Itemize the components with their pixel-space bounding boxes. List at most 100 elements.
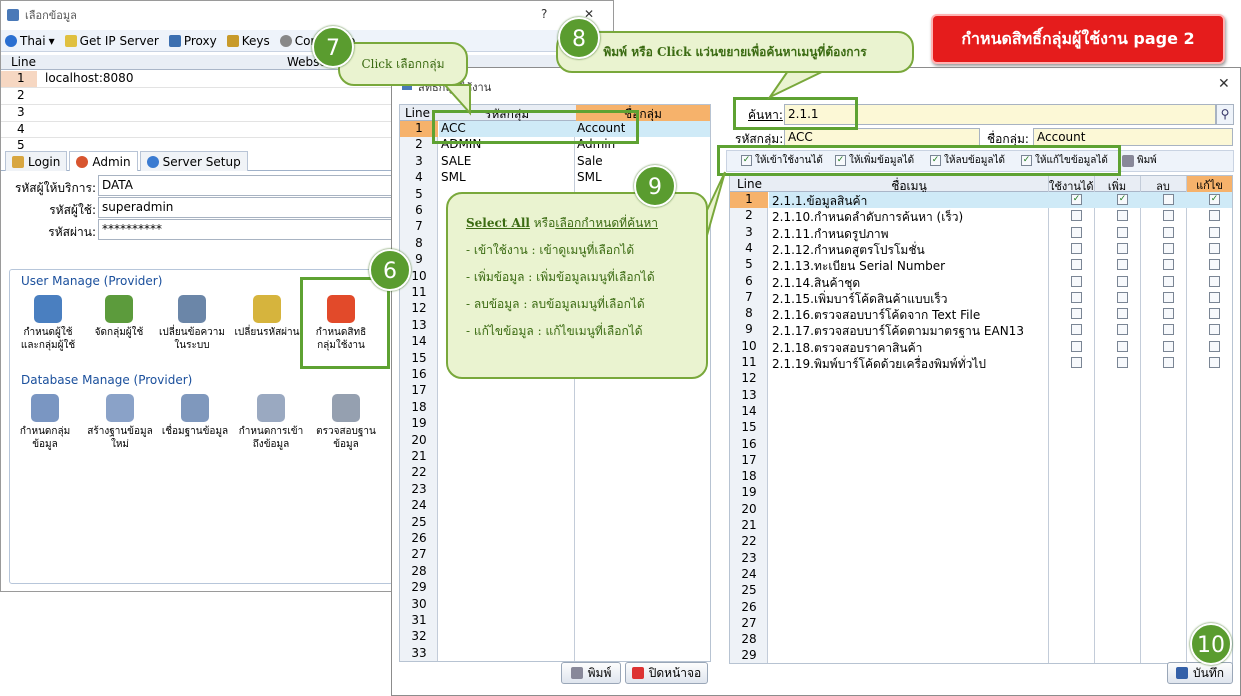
add-checkbox[interactable] bbox=[1117, 308, 1128, 320]
add-checkbox[interactable] bbox=[1117, 226, 1128, 238]
perm-print-button[interactable]: พิมพ์ bbox=[1122, 153, 1157, 168]
use-checkbox[interactable] bbox=[1071, 210, 1082, 222]
menu-thai[interactable]: Thai ▾ bbox=[5, 34, 55, 48]
use-checkbox[interactable]: ✓ bbox=[1071, 194, 1082, 205]
del-checkbox[interactable] bbox=[1163, 259, 1174, 271]
group-name-cell[interactable]: Admin bbox=[577, 137, 616, 152]
provider-code-field[interactable]: DATA bbox=[98, 175, 398, 196]
menu-name-cell[interactable]: 2.1.13.ทะเบียน Serial Number bbox=[772, 259, 946, 274]
edit-checkbox[interactable] bbox=[1209, 340, 1220, 352]
user-code-field[interactable]: superadmin bbox=[98, 197, 398, 218]
tool-data-groups[interactable]: กำหนดกลุ่มข้อมูล bbox=[11, 394, 79, 451]
use-checkbox[interactable] bbox=[1071, 324, 1082, 336]
menu-permission-grid[interactable]: Line ชื่อเมนู ใช้งานได้ เพิ่ม ลบ แก้ไข bbox=[729, 175, 1233, 664]
edit-checkbox[interactable]: ✓ bbox=[1209, 194, 1220, 205]
group-code-cell[interactable]: ACC bbox=[441, 121, 466, 135]
search-input[interactable]: 2.1.1 bbox=[784, 104, 1216, 125]
add-checkbox[interactable] bbox=[1117, 357, 1128, 368]
group-code-cell[interactable]: SALE bbox=[441, 153, 472, 168]
magnifier-icon[interactable]: ⚲ bbox=[1216, 104, 1234, 125]
add-checkbox[interactable] bbox=[1117, 291, 1128, 303]
tool-change-password[interactable]: เปลี่ยนรหัสผ่าน bbox=[233, 295, 301, 339]
add-checkbox[interactable] bbox=[1117, 340, 1128, 352]
close-screen-button[interactable]: ปิดหน้าจอ bbox=[625, 662, 708, 684]
del-checkbox[interactable] bbox=[1163, 308, 1174, 320]
save-button[interactable]: บันทึก bbox=[1167, 662, 1233, 684]
use-checkbox[interactable] bbox=[1071, 340, 1082, 352]
tool-create-database[interactable]: สร้างฐานข้อมูลใหม่ bbox=[86, 394, 154, 451]
del-checkbox[interactable] bbox=[1163, 194, 1174, 205]
allow-edit-button[interactable]: ✓ให้แก้ไขข้อมูลได้ bbox=[1021, 153, 1108, 168]
use-checkbox[interactable] bbox=[1071, 259, 1082, 271]
menu-name-cell[interactable]: 2.1.19.พิมพ์บาร์โค้ดด้วยเครื่องพิมพ์ทั่ว… bbox=[772, 357, 987, 371]
print-button[interactable]: พิมพ์ bbox=[561, 662, 621, 684]
edit-checkbox[interactable] bbox=[1209, 259, 1220, 271]
tool-change-messages[interactable]: เปลี่ยนข้อความในระบบ bbox=[158, 295, 226, 352]
add-checkbox[interactable] bbox=[1117, 324, 1128, 336]
tool-connect-database[interactable]: เชื่อมฐานข้อมูล bbox=[161, 394, 229, 438]
edit-checkbox[interactable] bbox=[1209, 324, 1220, 336]
menu-name-cell[interactable]: 2.1.14.สินค้าชุด bbox=[772, 275, 861, 290]
del-checkbox[interactable] bbox=[1163, 210, 1174, 222]
use-checkbox[interactable] bbox=[1071, 275, 1082, 287]
server-grid[interactable]: 1 localhost:8080 2 3 4 5 bbox=[1, 71, 613, 152]
menu-name-cell[interactable]: 2.1.11.กำหนดรูปภาพ bbox=[772, 226, 889, 241]
menu-get-ip-server[interactable]: Get IP Server bbox=[64, 34, 159, 48]
menu-keys[interactable]: Keys bbox=[226, 34, 270, 48]
add-checkbox[interactable] bbox=[1117, 259, 1128, 271]
tool-group-permissions[interactable]: กำหนดสิทธิกลุ่มใช้งาน bbox=[307, 295, 375, 352]
edit-checkbox[interactable] bbox=[1209, 308, 1220, 320]
del-checkbox[interactable] bbox=[1163, 226, 1174, 238]
tab-admin[interactable]: Admin bbox=[69, 151, 138, 171]
menu-name-cell[interactable]: 2.1.10.กำหนดลำดับการค้นหา (เร็ว) bbox=[772, 210, 964, 225]
allow-use-button[interactable]: ✓ให้เข้าใช้งานได้ bbox=[741, 153, 823, 168]
tool-define-users[interactable]: กำหนดผู้ใช้และกลุ่มผู้ใช้ bbox=[14, 295, 82, 352]
menu-name-cell[interactable]: 2.1.17.ตรวจสอบบาร์โค้ดตามมาตรฐาน EAN13 bbox=[772, 324, 1024, 339]
use-checkbox[interactable] bbox=[1071, 357, 1082, 368]
add-checkbox[interactable] bbox=[1117, 242, 1128, 254]
allow-delete-button[interactable]: ✓ให้ลบข้อมูลได้ bbox=[930, 153, 1005, 168]
del-checkbox[interactable] bbox=[1163, 242, 1174, 254]
edit-checkbox[interactable] bbox=[1209, 357, 1220, 368]
menu-name-cell[interactable]: 2.1.15.เพิ่มบาร์โค้ดสินค้าแบบเร็ว bbox=[772, 291, 948, 306]
del-checkbox[interactable] bbox=[1163, 275, 1174, 287]
use-checkbox[interactable] bbox=[1071, 242, 1082, 254]
menu-name-cell[interactable]: 2.1.12.กำหนดสูตรโปรโมชั่น bbox=[772, 242, 925, 257]
menu-name-cell[interactable]: 2.1.16.ตรวจสอบบาร์โค้ดจาก Text File bbox=[772, 308, 981, 323]
del-checkbox[interactable] bbox=[1163, 357, 1174, 368]
edit-checkbox[interactable] bbox=[1209, 275, 1220, 287]
menu-proxy[interactable]: Proxy bbox=[168, 34, 217, 48]
close-icon[interactable]: ✕ bbox=[584, 7, 595, 21]
tool-data-access[interactable]: กำหนดการเข้าถึงข้อมูล bbox=[237, 394, 305, 451]
group-name-cell[interactable]: Account bbox=[577, 121, 626, 135]
add-checkbox[interactable]: ✓ bbox=[1117, 194, 1128, 205]
use-checkbox[interactable] bbox=[1071, 226, 1082, 238]
edit-checkbox[interactable] bbox=[1209, 226, 1220, 238]
server-url[interactable]: localhost:8080 bbox=[45, 71, 134, 85]
del-checkbox[interactable] bbox=[1163, 324, 1174, 336]
use-checkbox[interactable] bbox=[1071, 291, 1082, 303]
password-field[interactable]: ********** bbox=[98, 219, 398, 240]
edit-checkbox[interactable] bbox=[1209, 210, 1220, 222]
edit-checkbox[interactable] bbox=[1209, 291, 1220, 303]
group-code-cell[interactable]: SML bbox=[441, 170, 466, 185]
group-name-cell[interactable]: SML bbox=[577, 170, 602, 185]
menu-name-cell[interactable]: 2.1.1.ข้อมูลสินค้า bbox=[772, 194, 868, 208]
group-list-grid[interactable]: Line รหัสกลุ่ม ชื่อกลุ่ม bbox=[399, 104, 711, 662]
add-checkbox[interactable] bbox=[1117, 275, 1128, 287]
close-icon[interactable]: ✕ bbox=[1218, 76, 1230, 92]
del-checkbox[interactable] bbox=[1163, 340, 1174, 352]
tab-login[interactable]: Login bbox=[5, 151, 68, 171]
edit-checkbox[interactable] bbox=[1209, 242, 1220, 254]
del-checkbox[interactable] bbox=[1163, 291, 1174, 303]
allow-add-button[interactable]: ✓ให้เพิ่มข้อมูลได้ bbox=[835, 153, 914, 168]
help-icon[interactable]: ? bbox=[541, 7, 548, 21]
tool-user-groups[interactable]: จัดกลุ่มผู้ใช้ bbox=[85, 295, 153, 339]
use-checkbox[interactable] bbox=[1071, 308, 1082, 320]
add-checkbox[interactable] bbox=[1117, 210, 1128, 222]
tab-server-setup[interactable]: Server Setup bbox=[139, 151, 248, 171]
menu-name-cell[interactable]: 2.1.18.ตรวจสอบราคาสินค้า bbox=[772, 340, 923, 355]
group-code-cell[interactable]: ADMIN bbox=[441, 137, 482, 152]
group-name-cell[interactable]: Sale bbox=[577, 153, 603, 168]
tool-check-database[interactable]: ตรวจสอบฐานข้อมูล bbox=[312, 394, 380, 451]
